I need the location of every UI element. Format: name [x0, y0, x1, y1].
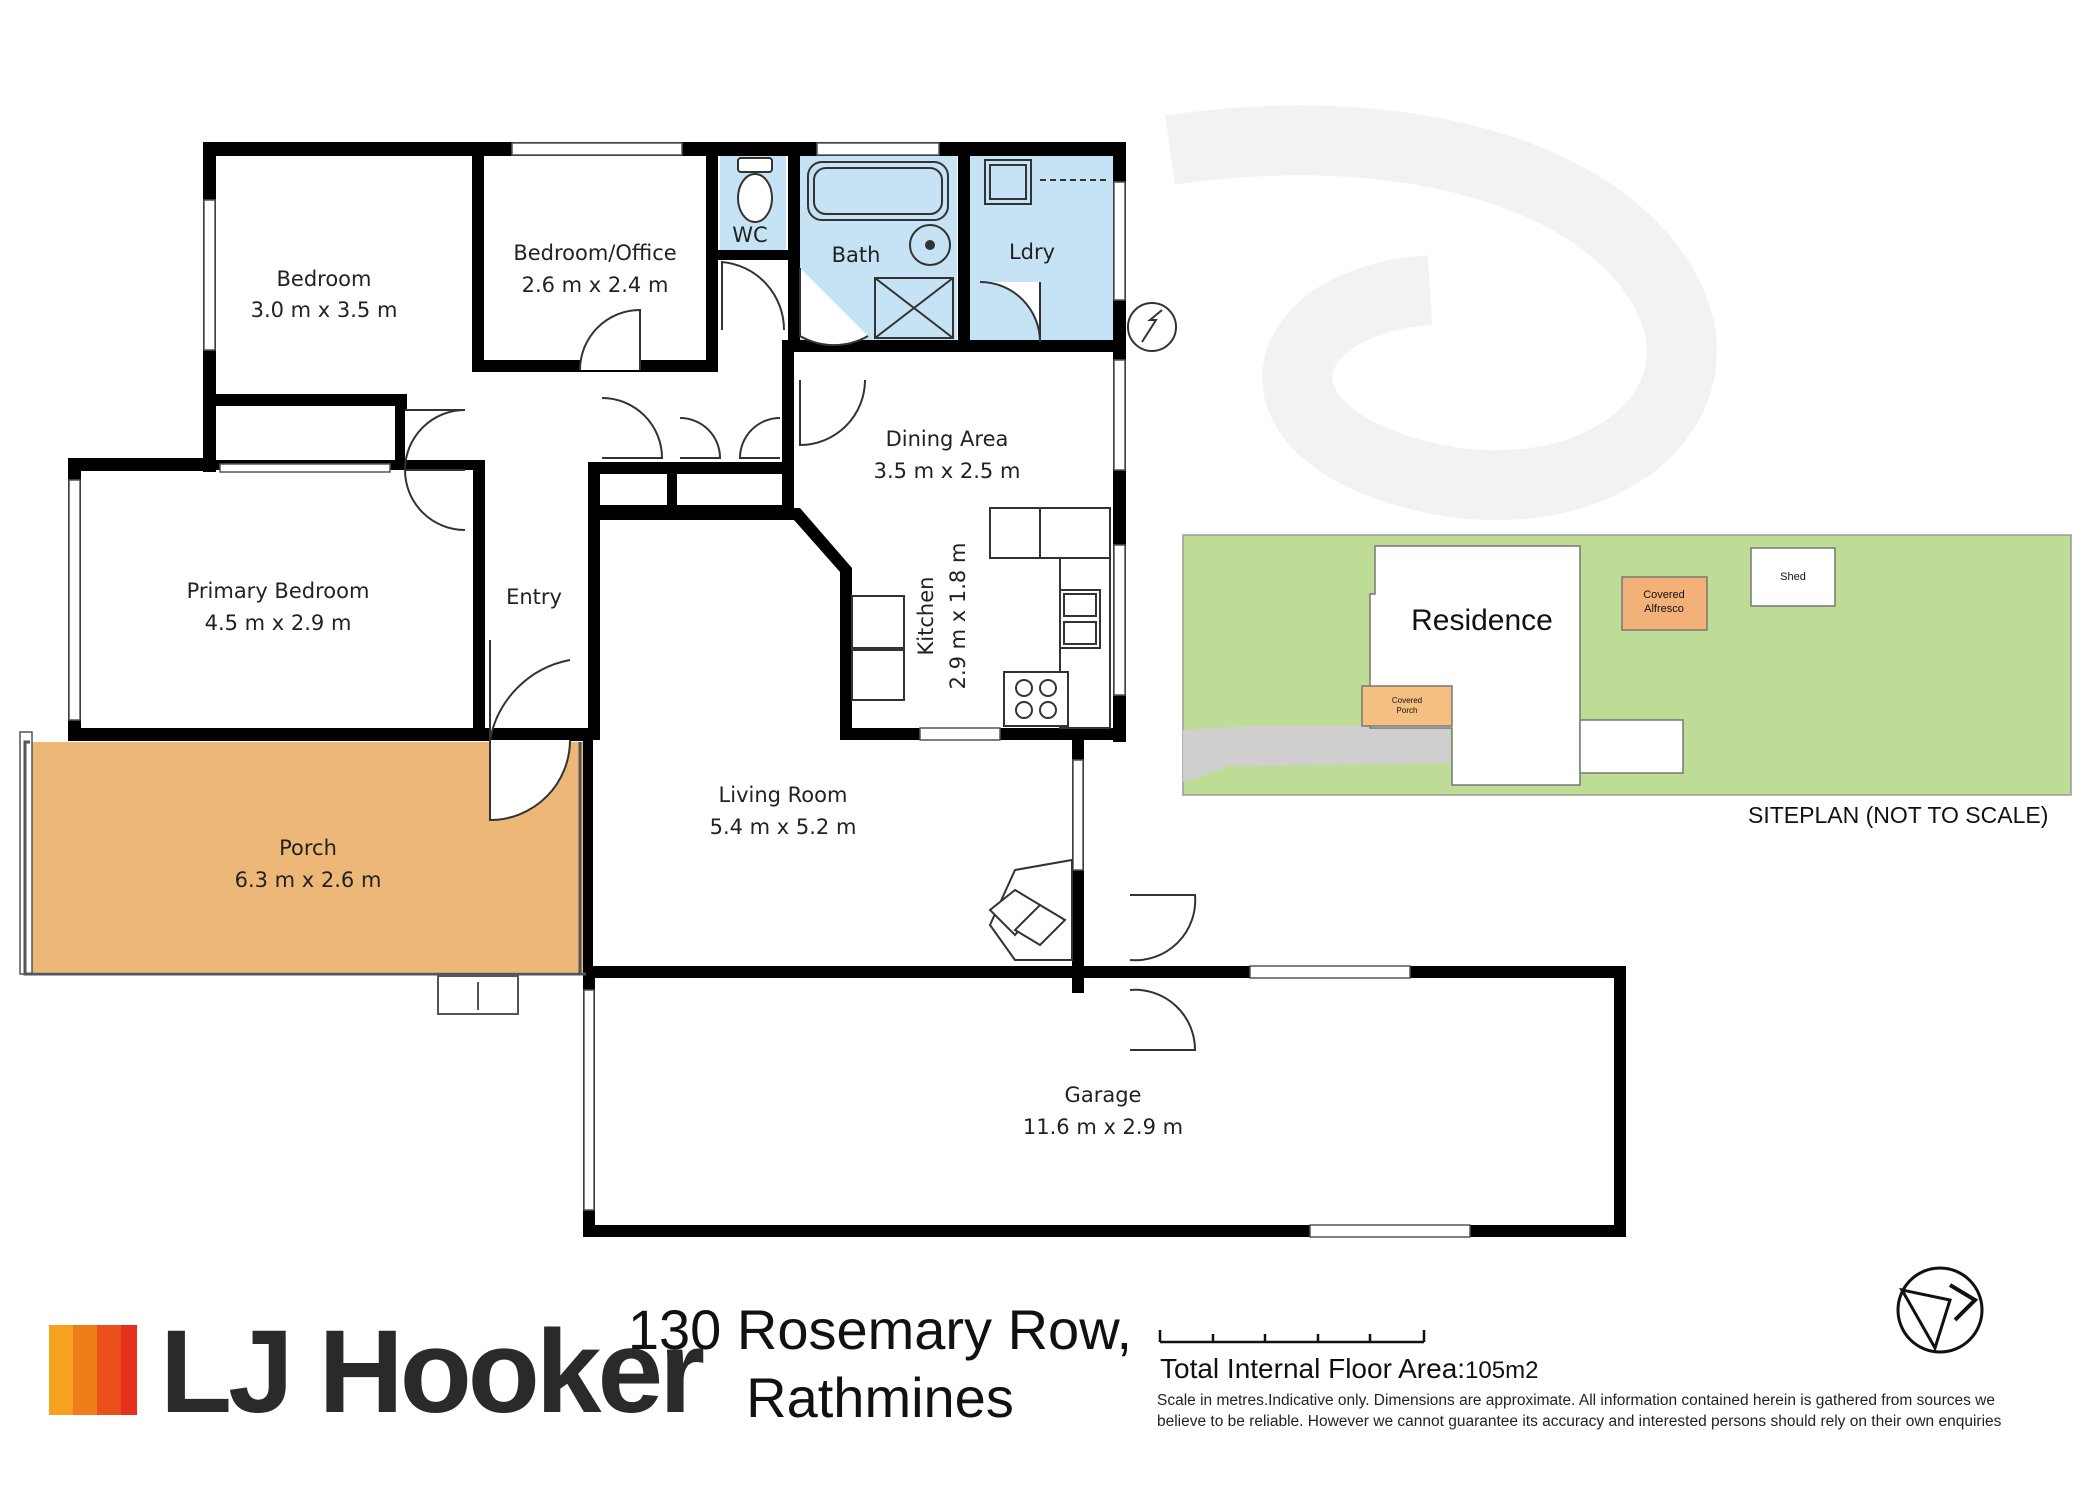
room-name-wc: WC: [732, 223, 767, 247]
disclaimer-line-1: Scale in metres.Indicative only. Dimensi…: [1157, 1392, 1995, 1409]
site-covered-alfresco: [1621, 576, 1708, 631]
site-covered-porch: [1361, 685, 1453, 727]
address: 130 Rosemary Row, Rathmines: [600, 1296, 1160, 1432]
room-name-bedroom: Bedroom: [277, 267, 372, 291]
site-label-porch-1: Covered: [1392, 696, 1422, 705]
site-label-alfresco-1: Covered: [1643, 589, 1685, 601]
site-label-alfresco-2: Alfresco: [1644, 603, 1684, 615]
room-name-kitchen: Kitchen: [914, 577, 938, 656]
scale-bar: [1158, 1330, 1426, 1344]
site-shed: [1750, 547, 1836, 607]
north-arrow-icon: [1896, 1266, 1984, 1354]
room-dims-primary-bedroom: 4.5 m x 2.9 m: [205, 611, 352, 635]
disclaimer-line-2: believe to be reliable. However we canno…: [1157, 1413, 2002, 1430]
driveway: [1183, 726, 1450, 782]
garage-footprint: [1579, 719, 1684, 774]
watermark: [1165, 105, 1717, 521]
room-dims-porch: 6.3 m x 2.6 m: [235, 868, 382, 892]
address-line-2: Rathmines: [746, 1366, 1014, 1429]
floor-area-label: Total Internal Floor Area:: [1160, 1353, 1466, 1384]
room-dims-living: 5.4 m x 5.2 m: [710, 815, 857, 839]
room-name-living: Living Room: [719, 783, 848, 807]
room-name-bedroom-office: Bedroom/Office: [513, 241, 676, 265]
room-name-dining: Dining Area: [886, 427, 1009, 451]
compass-icon: [1127, 302, 1177, 352]
room-name-porch: Porch: [279, 836, 337, 860]
room-dims-kitchen: 2.9 m x 1.8 m: [946, 543, 970, 690]
siteplan-caption: SITEPLAN (NOT TO SCALE): [1748, 802, 2049, 828]
room-name-laundry: Ldry: [1009, 240, 1055, 264]
siteplan: Residence Covered Alfresco Shed Covered …: [1182, 534, 2072, 796]
disclaimer: Scale in metres.Indicative only. Dimensi…: [1157, 1390, 2087, 1432]
floor-area: Total Internal Floor Area:105m2: [1160, 1353, 1538, 1385]
room-name-garage: Garage: [1065, 1083, 1142, 1107]
room-name-primary-bedroom: Primary Bedroom: [187, 579, 370, 603]
door-swings: [403, 260, 1197, 1051]
site-label-porch-2: Porch: [1397, 706, 1418, 715]
fixtures: [737, 157, 1111, 961]
porch-outline: [23, 740, 586, 976]
room-dims-garage: 11.6 m x 2.9 m: [1023, 1115, 1183, 1139]
room-dims-dining: 3.5 m x 2.5 m: [874, 459, 1021, 483]
floor-area-value: 105m2: [1465, 1357, 1539, 1384]
site-label-shed: Shed: [1780, 571, 1806, 583]
room-dims-bedroom: 3.0 m x 3.5 m: [251, 298, 398, 322]
room-dims-bedroom-office: 2.6 m x 2.4 m: [522, 273, 669, 297]
room-name-entry: Entry: [506, 585, 562, 609]
room-name-bath: Bath: [832, 243, 881, 267]
site-label-residence: Residence: [1411, 604, 1553, 637]
lj-hooker-logo-stripes: [49, 1325, 137, 1415]
brand-name: LJ Hooker: [160, 1306, 705, 1438]
address-line-1: 130 Rosemary Row,: [627, 1298, 1133, 1361]
